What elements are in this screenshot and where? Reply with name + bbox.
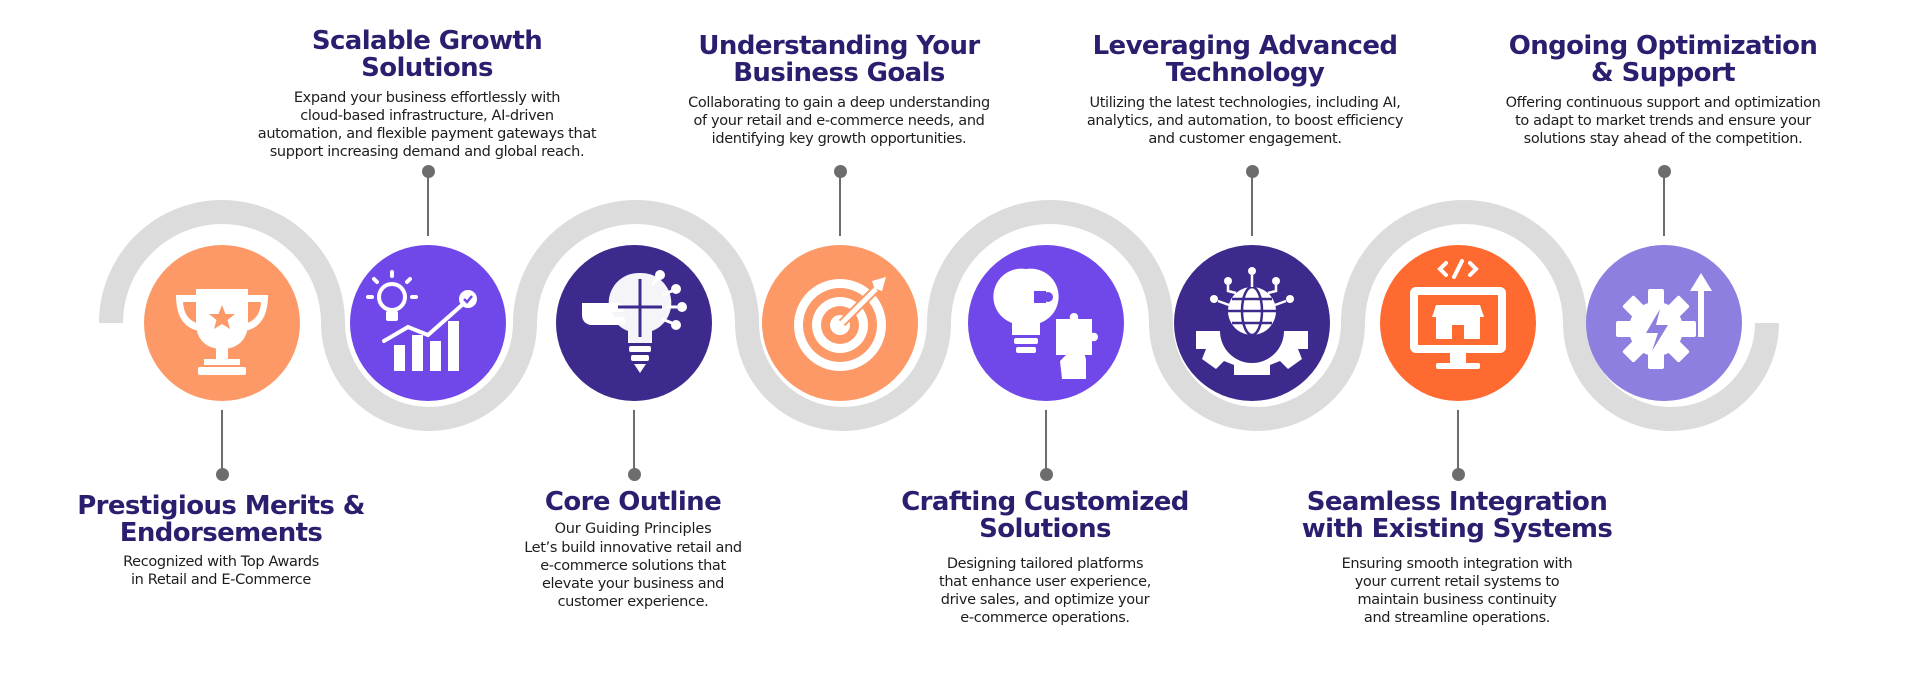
step-1-title: Prestigious Merits & Endorsements bbox=[77, 491, 365, 548]
step-3-title: Core Outline bbox=[544, 487, 722, 517]
connector-dot-6 bbox=[1245, 165, 1259, 178]
connector-dot-1 bbox=[215, 468, 229, 481]
step-8-node bbox=[1586, 245, 1742, 401]
target-icon bbox=[794, 277, 886, 371]
step-6-text: Leveraging Advanced Technology Utilizing… bbox=[1050, 33, 1440, 148]
step-8-title: Ongoing Optimization & Support bbox=[1508, 31, 1818, 88]
step-7-description: Ensuring smooth integration with your cu… bbox=[1341, 556, 1573, 626]
step-5-node bbox=[968, 245, 1124, 401]
connector-dot-4 bbox=[833, 165, 847, 178]
step-4-text: Understanding Your Business Goals Collab… bbox=[654, 33, 1024, 148]
connector-1 bbox=[221, 410, 223, 472]
step-4-title: Understanding Your Business Goals bbox=[698, 31, 980, 88]
connector-3 bbox=[633, 410, 635, 472]
connector-5 bbox=[1045, 410, 1047, 472]
step-5-description: Designing tailored platforms that enhanc… bbox=[939, 556, 1151, 626]
step-3-description: Let’s build innovative retail and e-comm… bbox=[524, 540, 742, 610]
step-7-node bbox=[1380, 245, 1536, 401]
connector-dot-5 bbox=[1039, 468, 1053, 481]
step-2-node bbox=[350, 245, 506, 401]
step-5-text: Crafting Customized Solutions Designing … bbox=[880, 489, 1210, 627]
step-3-text: Core Outline Our Guiding Principles Let’… bbox=[488, 489, 778, 611]
step-5-title: Crafting Customized Solutions bbox=[901, 487, 1189, 544]
storefront-monitor-icon bbox=[1410, 259, 1506, 369]
globe-gear-icon bbox=[1196, 267, 1308, 375]
connector-dot-8 bbox=[1657, 165, 1671, 178]
step-4-node bbox=[762, 245, 918, 401]
connector-7 bbox=[1457, 410, 1459, 472]
step-2-title: Scalable Growth Solutions bbox=[311, 26, 543, 83]
gear-arrow-icon bbox=[1616, 273, 1712, 369]
step-2-text: Scalable Growth Solutions Expand your bu… bbox=[227, 28, 627, 161]
step-7-text: Seamless Integration with Existing Syste… bbox=[1292, 489, 1622, 627]
step-8-description: Offering continuous support and optimiza… bbox=[1505, 95, 1821, 147]
step-1-description: Recognized with Top Awards in Retail and… bbox=[123, 554, 319, 588]
connector-dot-3 bbox=[627, 468, 641, 481]
step-2-description: Expand your business effortlessly with c… bbox=[257, 90, 597, 160]
step-6-title: Leveraging Advanced Technology bbox=[1092, 31, 1398, 88]
connector-6 bbox=[1251, 174, 1253, 236]
step-3-subtitle: Our Guiding Principles bbox=[554, 521, 712, 537]
connector-4 bbox=[839, 174, 841, 236]
step-4-description: Collaborating to gain a deep understandi… bbox=[688, 95, 990, 147]
step-1-node bbox=[144, 245, 300, 401]
growth-chart-icon bbox=[366, 270, 477, 371]
step-6-description: Utilizing the latest technologies, inclu… bbox=[1086, 95, 1404, 147]
trophy-icon bbox=[176, 289, 268, 375]
hand-lightbulb-icon bbox=[582, 270, 687, 373]
step-1-text: Prestigious Merits & Endorsements Recogn… bbox=[61, 493, 381, 589]
step-3-node bbox=[556, 245, 712, 401]
connector-2 bbox=[427, 174, 429, 236]
step-6-node bbox=[1174, 245, 1330, 401]
connector-dot-7 bbox=[1451, 468, 1465, 481]
connector-dot-2 bbox=[421, 165, 435, 178]
step-7-title: Seamless Integration with Existing Syste… bbox=[1301, 487, 1613, 544]
step-8-text: Ongoing Optimization & Support Offering … bbox=[1478, 33, 1848, 148]
puzzle-lightbulb-icon bbox=[993, 268, 1098, 379]
connector-8 bbox=[1663, 174, 1665, 236]
